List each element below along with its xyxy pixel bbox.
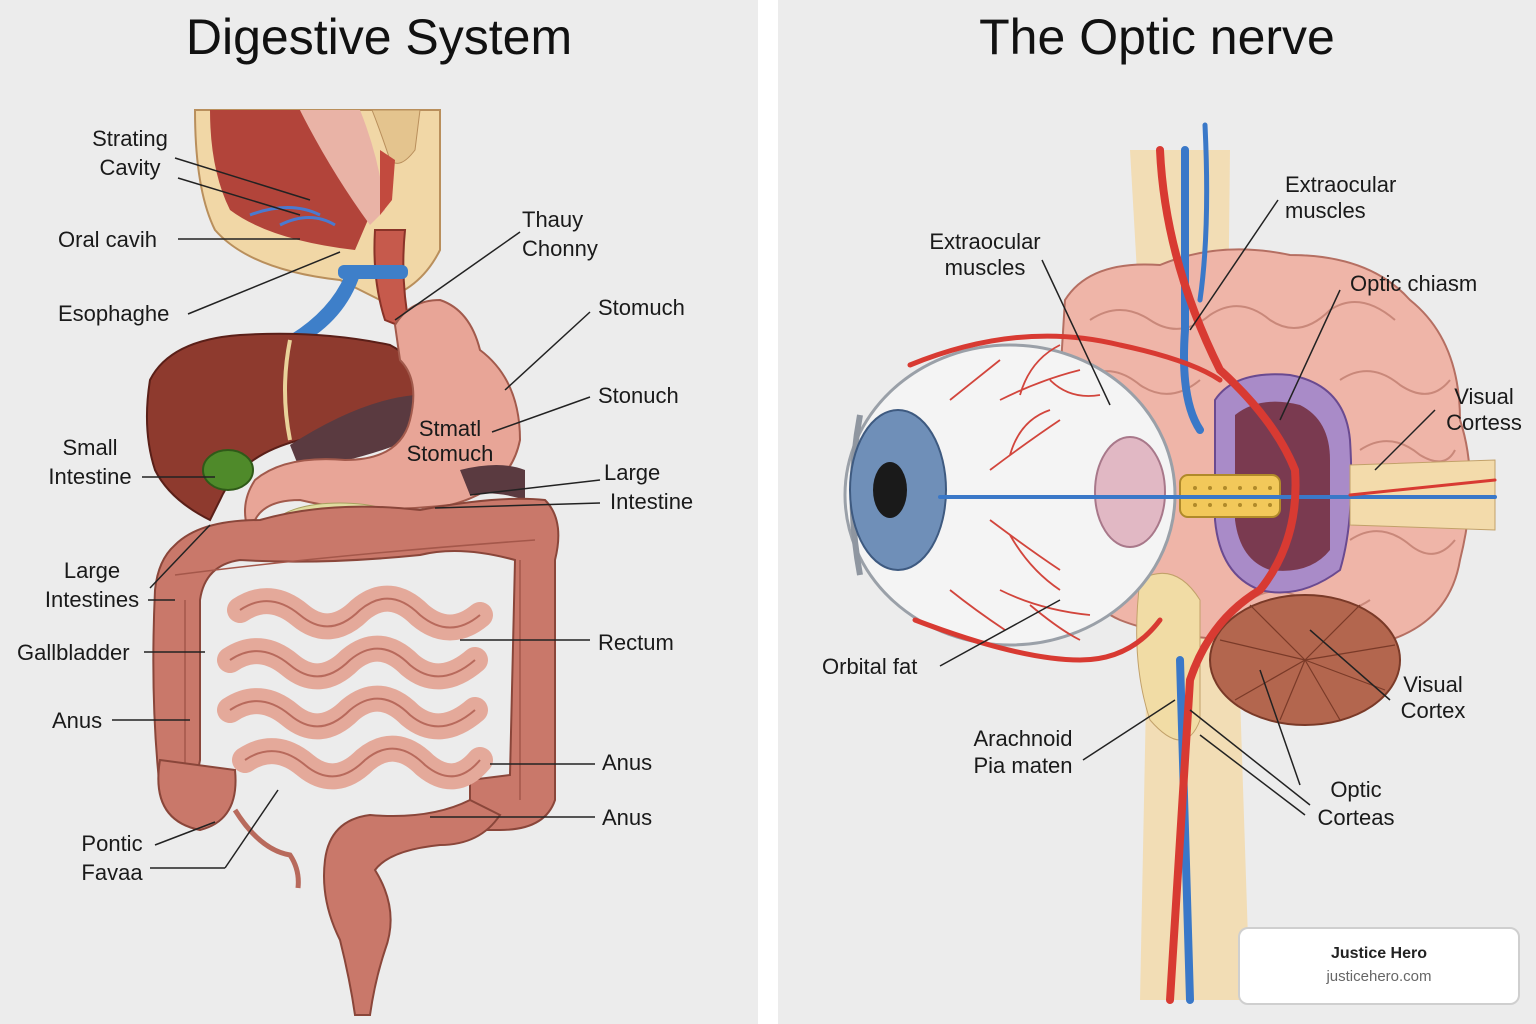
digestive-leader-lines (112, 157, 601, 869)
optic-leader-lines (939, 199, 1436, 816)
main-artery (1156, 146, 1300, 1004)
eyeball-drawing (843, 343, 1177, 647)
label-esophagus: Esophaghe (58, 301, 170, 326)
digestive-title: Digestive System (185, 9, 573, 65)
label-rectum: Rectum (598, 630, 674, 655)
optic-title: The Optic nerve (979, 9, 1335, 65)
rectum-drawing (323, 798, 502, 1016)
label-gallbladder: Gallbladder (17, 640, 130, 665)
label-anus-left: Anus (52, 708, 103, 733)
badge-url[interactable]: justicehero.com (1326, 968, 1432, 985)
label-stomach-top: Stomuch (598, 295, 685, 320)
label-orbital-fat: Orbital fat (822, 654, 918, 679)
gallbladder-drawing (202, 449, 254, 491)
optic-illustration (843, 122, 1497, 1004)
label-stomach-mid: Stonuch (598, 383, 679, 408)
main-vein (1176, 146, 1204, 1004)
stomach-drawing (244, 298, 522, 546)
label-optic-chiasm: Optic chiasm (1350, 271, 1478, 296)
label-oral-cavity: Oral cavih (58, 227, 158, 252)
badge-name: Justice Hero (1330, 945, 1428, 962)
small-intestine-drawing (217, 585, 493, 790)
label-anus-right-1: Anus (602, 750, 653, 775)
label-anus-right-2: Anus (602, 805, 653, 830)
brand-badge[interactable]: Justice Hero justicehero.com (1238, 927, 1520, 1005)
digestive-illustration (112, 109, 601, 1016)
